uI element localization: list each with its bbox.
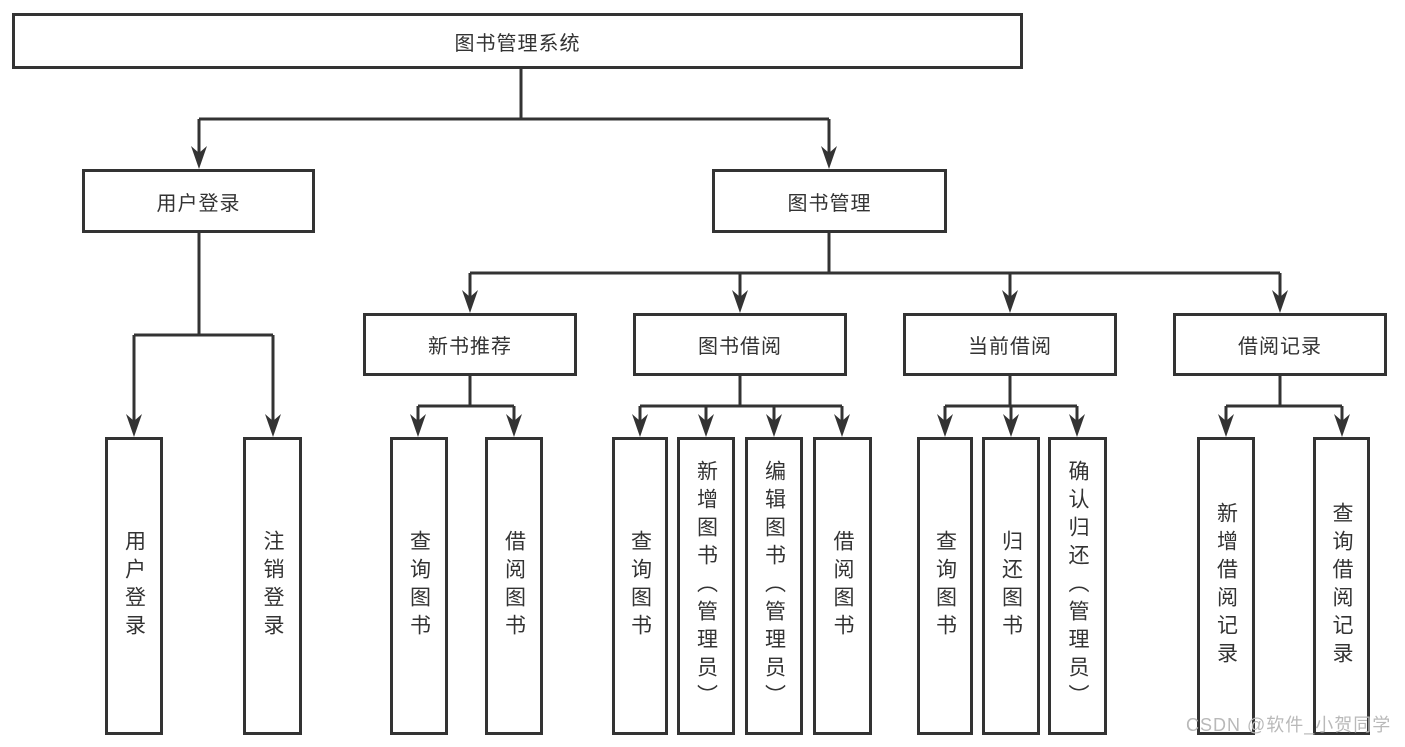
leaf-borrow-books: 借阅图书: [813, 437, 872, 735]
leaf-edit-books-admin: 编辑图书（管理员）: [745, 437, 803, 735]
leaf-current-query-books: 查询图书: [917, 437, 973, 735]
leaf-recommend-borrow-books: 借阅图书: [485, 437, 543, 735]
node-current-borrow: 当前借阅: [903, 313, 1117, 376]
leaf-confirm-return-admin: 确认归还（管理员）: [1048, 437, 1107, 735]
leaf-add-borrow-record: 新增借阅记录: [1197, 437, 1255, 735]
leaf-recommend-query-books: 查询图书: [390, 437, 448, 735]
node-book-management: 图书管理: [712, 169, 947, 233]
node-root-system: 图书管理系统: [12, 13, 1023, 69]
csdn-watermark: CSDN @软件_小贺同学: [1186, 715, 1392, 735]
leaf-return-books: 归还图书: [982, 437, 1040, 735]
node-new-book-recommend: 新书推荐: [363, 313, 577, 376]
leaf-add-books-admin: 新增图书（管理员）: [677, 437, 735, 735]
leaf-query-borrow-record: 查询借阅记录: [1313, 437, 1370, 735]
leaf-logout: 注销登录: [243, 437, 302, 735]
node-borrow-records: 借阅记录: [1173, 313, 1387, 376]
node-book-borrow: 图书借阅: [633, 313, 847, 376]
node-user-login: 用户登录: [82, 169, 315, 233]
leaf-user-login: 用户登录: [105, 437, 163, 735]
leaf-borrow-query-books: 查询图书: [612, 437, 668, 735]
arrowheads: [126, 146, 1350, 437]
connector-edges: [132, 69, 1344, 422]
